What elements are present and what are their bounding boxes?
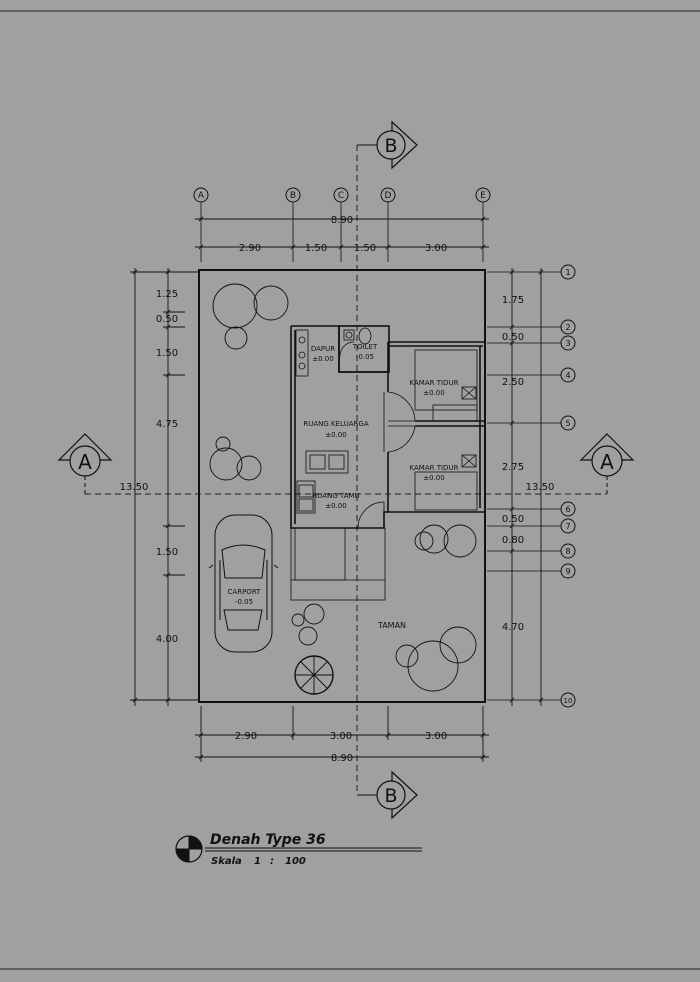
- dim-bottom-3: 3.00: [425, 731, 447, 742]
- dim-bottom-2: 3.00: [330, 731, 352, 742]
- car-icon: [208, 514, 279, 653]
- grid-row-2: 2: [565, 323, 570, 332]
- section-a-label-right: A: [600, 450, 614, 474]
- dim-left-4: 4.75: [156, 419, 178, 430]
- title-block: Denah Type 36 Skala 1 : 100: [175, 832, 422, 867]
- room-toilet: TOILET: [352, 343, 378, 351]
- grid-row-8: 8: [565, 547, 570, 556]
- grid-col-c: C: [338, 191, 344, 201]
- bottom-dimensions: [195, 706, 489, 762]
- dim-left-1: 1.25: [156, 289, 178, 300]
- dim-right-2: 0.50: [502, 332, 524, 343]
- dim-left-3: 1.50: [156, 348, 178, 359]
- dim-right-7: 4.70: [502, 622, 524, 633]
- grid-col-a: A: [198, 191, 205, 201]
- grid-col-e: E: [480, 191, 486, 201]
- room-ruang-tamu-level: ±0.00: [325, 502, 346, 510]
- furniture: [290, 327, 478, 601]
- room-labels: DAPUR ±0.00 TOILET -0.05 KAMAR TIDUR ±0.…: [228, 343, 459, 630]
- section-b-label-bottom: B: [384, 785, 397, 807]
- dim-right-6: 0.80: [502, 535, 524, 546]
- grid-row-9: 9: [565, 567, 570, 576]
- grid-row-1: 1: [565, 268, 570, 277]
- room-toilet-level: -0.05: [356, 353, 374, 361]
- left-dimensions: [130, 268, 200, 706]
- dim-right-3: 2.50: [502, 377, 524, 388]
- dim-right-4: 2.75: [502, 462, 524, 473]
- section-b-label-top: B: [384, 135, 397, 157]
- room-carport-level: -0.05: [235, 598, 253, 606]
- dim-bottom-1: 2.90: [235, 731, 257, 742]
- dim-top-3: 1.50: [354, 243, 376, 254]
- room-carport: CARPORT: [228, 588, 262, 596]
- grid-row-10: 10: [564, 697, 573, 705]
- tree-icons: [209, 283, 477, 695]
- grid-row-5: 5: [565, 419, 570, 428]
- grid-col-d: D: [385, 191, 392, 201]
- grid-col-b: B: [290, 191, 296, 201]
- dim-right-1: 1.75: [502, 295, 524, 306]
- dim-top-4: 3.00: [425, 243, 447, 254]
- door-swings: [339, 341, 416, 529]
- dim-right-total: 13.50: [526, 482, 555, 493]
- room-ruang-tamu: RUANG TAMU: [312, 492, 359, 500]
- room-taman: TAMAN: [377, 621, 406, 630]
- room-kamar-tidur-1: KAMAR TIDUR: [410, 379, 459, 387]
- room-kamar-tidur-2-level: ±0.00: [423, 474, 444, 482]
- grid-bubbles-rows: [487, 264, 576, 708]
- section-a-label-left: A: [78, 450, 92, 474]
- room-dapur-level: ±0.00: [312, 355, 333, 363]
- room-kamar-tidur-1-level: ±0.00: [423, 389, 444, 397]
- grid-row-3: 3: [565, 339, 570, 348]
- dim-left-6: 4.00: [156, 634, 178, 645]
- dim-top-1: 2.90: [239, 243, 261, 254]
- drawing-scale-num: 1: [254, 856, 261, 867]
- drawing-scale-sep: :: [270, 856, 274, 867]
- drawing-scale-label: Skala: [211, 856, 242, 867]
- section-marker-a-right: A: [579, 433, 635, 494]
- dim-left-5: 1.50: [156, 547, 178, 558]
- grid-row-4: 4: [565, 371, 570, 380]
- room-ruang-keluarga: RUANG KELUARGA: [303, 420, 368, 428]
- right-dimensions: [512, 268, 541, 706]
- dim-left-2: 0.50: [156, 314, 178, 325]
- section-marker-a-left: A: [57, 433, 113, 494]
- drawing-scale-den: 100: [285, 856, 306, 867]
- room-kamar-tidur-2: KAMAR TIDUR: [410, 464, 459, 472]
- grid-row-6: 6: [565, 505, 570, 514]
- room-ruang-keluarga-level: ±0.00: [325, 431, 346, 439]
- room-dapur: DAPUR: [311, 345, 335, 353]
- grid-row-7: 7: [565, 522, 570, 531]
- dim-right-5: 0.50: [502, 514, 524, 525]
- dim-bottom-total: 8.90: [331, 753, 353, 764]
- drawing-title: Denah Type 36: [210, 832, 326, 848]
- dim-left-total: 13.50: [120, 482, 149, 493]
- section-marker-b-bottom: B: [357, 770, 418, 820]
- section-marker-b-top: B: [357, 120, 418, 170]
- site-boundary: [198, 269, 486, 703]
- dim-top-2: 1.50: [305, 243, 327, 254]
- dim-top-total: 8.90: [331, 215, 353, 226]
- top-dimensions: [195, 219, 489, 247]
